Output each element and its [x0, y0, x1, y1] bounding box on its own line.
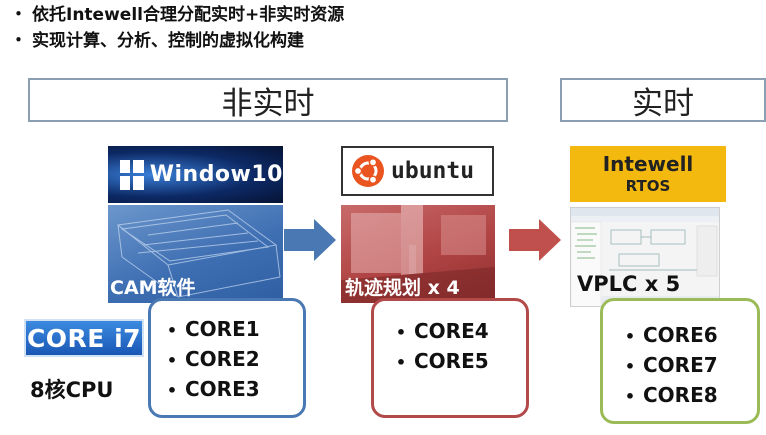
- core-group-non-realtime-2: •CORE4 •CORE5: [371, 298, 529, 418]
- windows-icon: [120, 159, 144, 190]
- trajectory-planning-label: 轨迹规划 x 4: [345, 277, 460, 299]
- bullet-marker: ・: [10, 5, 27, 25]
- core-label: CORE6: [643, 323, 718, 347]
- core-label: CORE5: [414, 349, 489, 373]
- core-i7-badge: CORE i7: [24, 319, 144, 357]
- bullet-text: 实现计算、分析、控制的虚拟化构建: [32, 31, 304, 51]
- core-label: CORE3: [185, 377, 260, 401]
- cam-software-label: CAM软件: [110, 277, 196, 299]
- vplc-panel: VPLC x 5: [570, 207, 720, 307]
- ubuntu-icon: [352, 155, 384, 187]
- core-i7-text: CORE i7: [26, 323, 142, 353]
- core-list-item: •CORE8: [624, 383, 718, 407]
- core-list-item: •CORE6: [624, 323, 718, 347]
- machine-tool-image: [341, 205, 495, 303]
- intewell-logo-name: Intewell: [602, 152, 694, 176]
- bullet-line-2: ・实现计算、分析、控制的虚拟化构建: [10, 30, 304, 52]
- bullet-marker: ・: [10, 31, 27, 51]
- core-group-non-realtime-1: •CORE1 •CORE2 •CORE3: [148, 298, 306, 418]
- non-realtime-header: 非实时: [28, 78, 508, 122]
- trajectory-planning-panel: 轨迹规划 x 4: [341, 205, 495, 303]
- cam-wireframe-image: [116, 209, 281, 298]
- core-label: CORE2: [185, 347, 260, 371]
- core-label: CORE7: [643, 353, 718, 377]
- non-realtime-header-label: 非实时: [221, 85, 315, 122]
- core-label: CORE8: [643, 383, 718, 407]
- realtime-header-label: 实时: [632, 85, 694, 122]
- core-group-realtime: •CORE6 •CORE7 •CORE8: [600, 298, 760, 424]
- ubuntu-logo: ubuntu: [341, 146, 494, 196]
- core-label: CORE4: [414, 319, 489, 343]
- windows-logo: Window10: [108, 146, 283, 203]
- cpu-label: 8核CPU: [30, 378, 114, 402]
- intewell-logo-sub: RTOS: [625, 177, 671, 195]
- arrow-right-red: [509, 219, 561, 261]
- realtime-header: 实时: [560, 78, 766, 122]
- core-list-item: •CORE2: [166, 347, 260, 371]
- windows-logo-text: Window10: [149, 162, 283, 187]
- vplc-label: VPLC x 5: [577, 272, 681, 296]
- core-list-item: •CORE5: [395, 349, 489, 373]
- arrow-right-blue: [284, 219, 336, 261]
- core-label: CORE1: [185, 317, 260, 341]
- core-list-item: •CORE1: [166, 317, 260, 341]
- core-list-item: •CORE3: [166, 377, 260, 401]
- bullet-line-1: ・依托Intewell合理分配实时+非实时资源: [10, 4, 344, 26]
- intewell-logo: Intewell RTOS: [570, 146, 726, 202]
- core-list-item: •CORE4: [395, 319, 489, 343]
- core-list-item: •CORE7: [624, 353, 718, 377]
- ubuntu-logo-text: ubuntu: [391, 158, 475, 184]
- cam-software-panel: CAM软件: [108, 205, 283, 303]
- bullet-text: 依托Intewell合理分配实时+非实时资源: [32, 5, 345, 25]
